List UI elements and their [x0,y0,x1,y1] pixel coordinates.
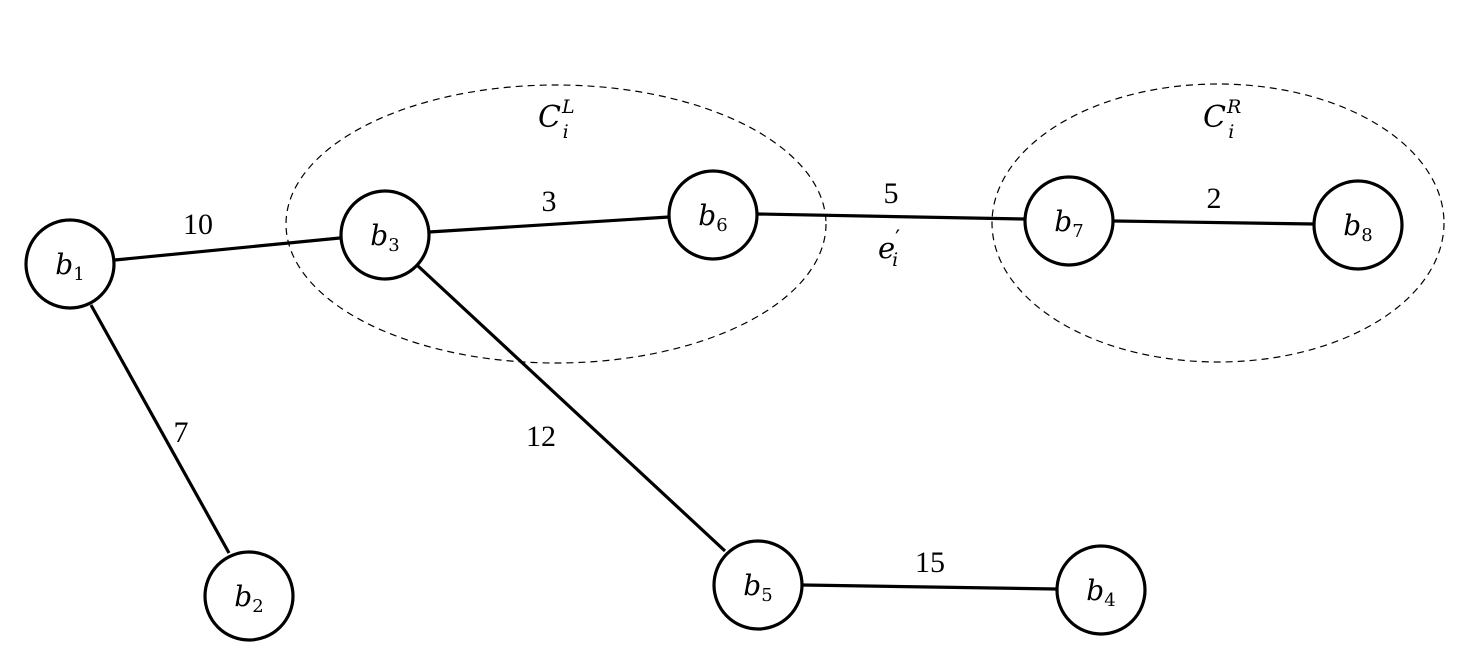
node-b4: b4 [1055,544,1147,636]
node-b2: b2 [203,550,295,642]
edge-b3-b5 [416,264,727,553]
svg-text:b8: b8 [1343,209,1372,246]
cluster-left-ellipse [285,84,827,364]
svg-text:b1: b1 [55,248,84,285]
svg-text:b2: b2 [234,580,263,617]
node-b5: b5 [712,539,804,631]
weight-b6-b7: 5 [884,177,899,210]
edges [89,212,1315,591]
node-b3: b3 [339,189,431,281]
edge-b7-b8 [1113,219,1315,226]
weight-b1-b2: 7 [174,416,189,449]
node-b1: b1 [24,218,116,310]
svg-text:b6: b6 [698,199,727,236]
weight-b1-b3: 10 [183,208,213,241]
weight-b7-b8: 2 [1207,182,1222,215]
weight-b3-b5: 12 [526,420,556,453]
edge-b3-b6 [428,215,670,234]
svg-text:b4: b4 [1086,574,1115,611]
edge-b1-b2 [89,304,231,554]
edge-b5-b4 [802,583,1057,591]
edge-b6-b7 [757,212,1025,221]
edge-weights: 10 7 3 12 15 5 2 [174,177,1222,579]
node-b6: b6 [667,169,759,261]
edge-b1-b3 [114,236,341,262]
node-b7: b7 [1023,175,1115,267]
cluster-right-ellipse [991,83,1445,363]
svg-text:b5: b5 [743,569,772,606]
node-b8: b8 [1312,179,1404,271]
svg-text:b3: b3 [370,219,399,256]
nodes: b1 b2 b3 b4 b5 [24,169,1404,642]
clusters [285,83,1445,364]
weight-b3-b6: 3 [542,185,557,218]
svg-text:b7: b7 [1054,205,1083,242]
edge-name-e-prime-i: e′i [878,227,900,271]
weight-b5-b4: 15 [915,546,945,579]
